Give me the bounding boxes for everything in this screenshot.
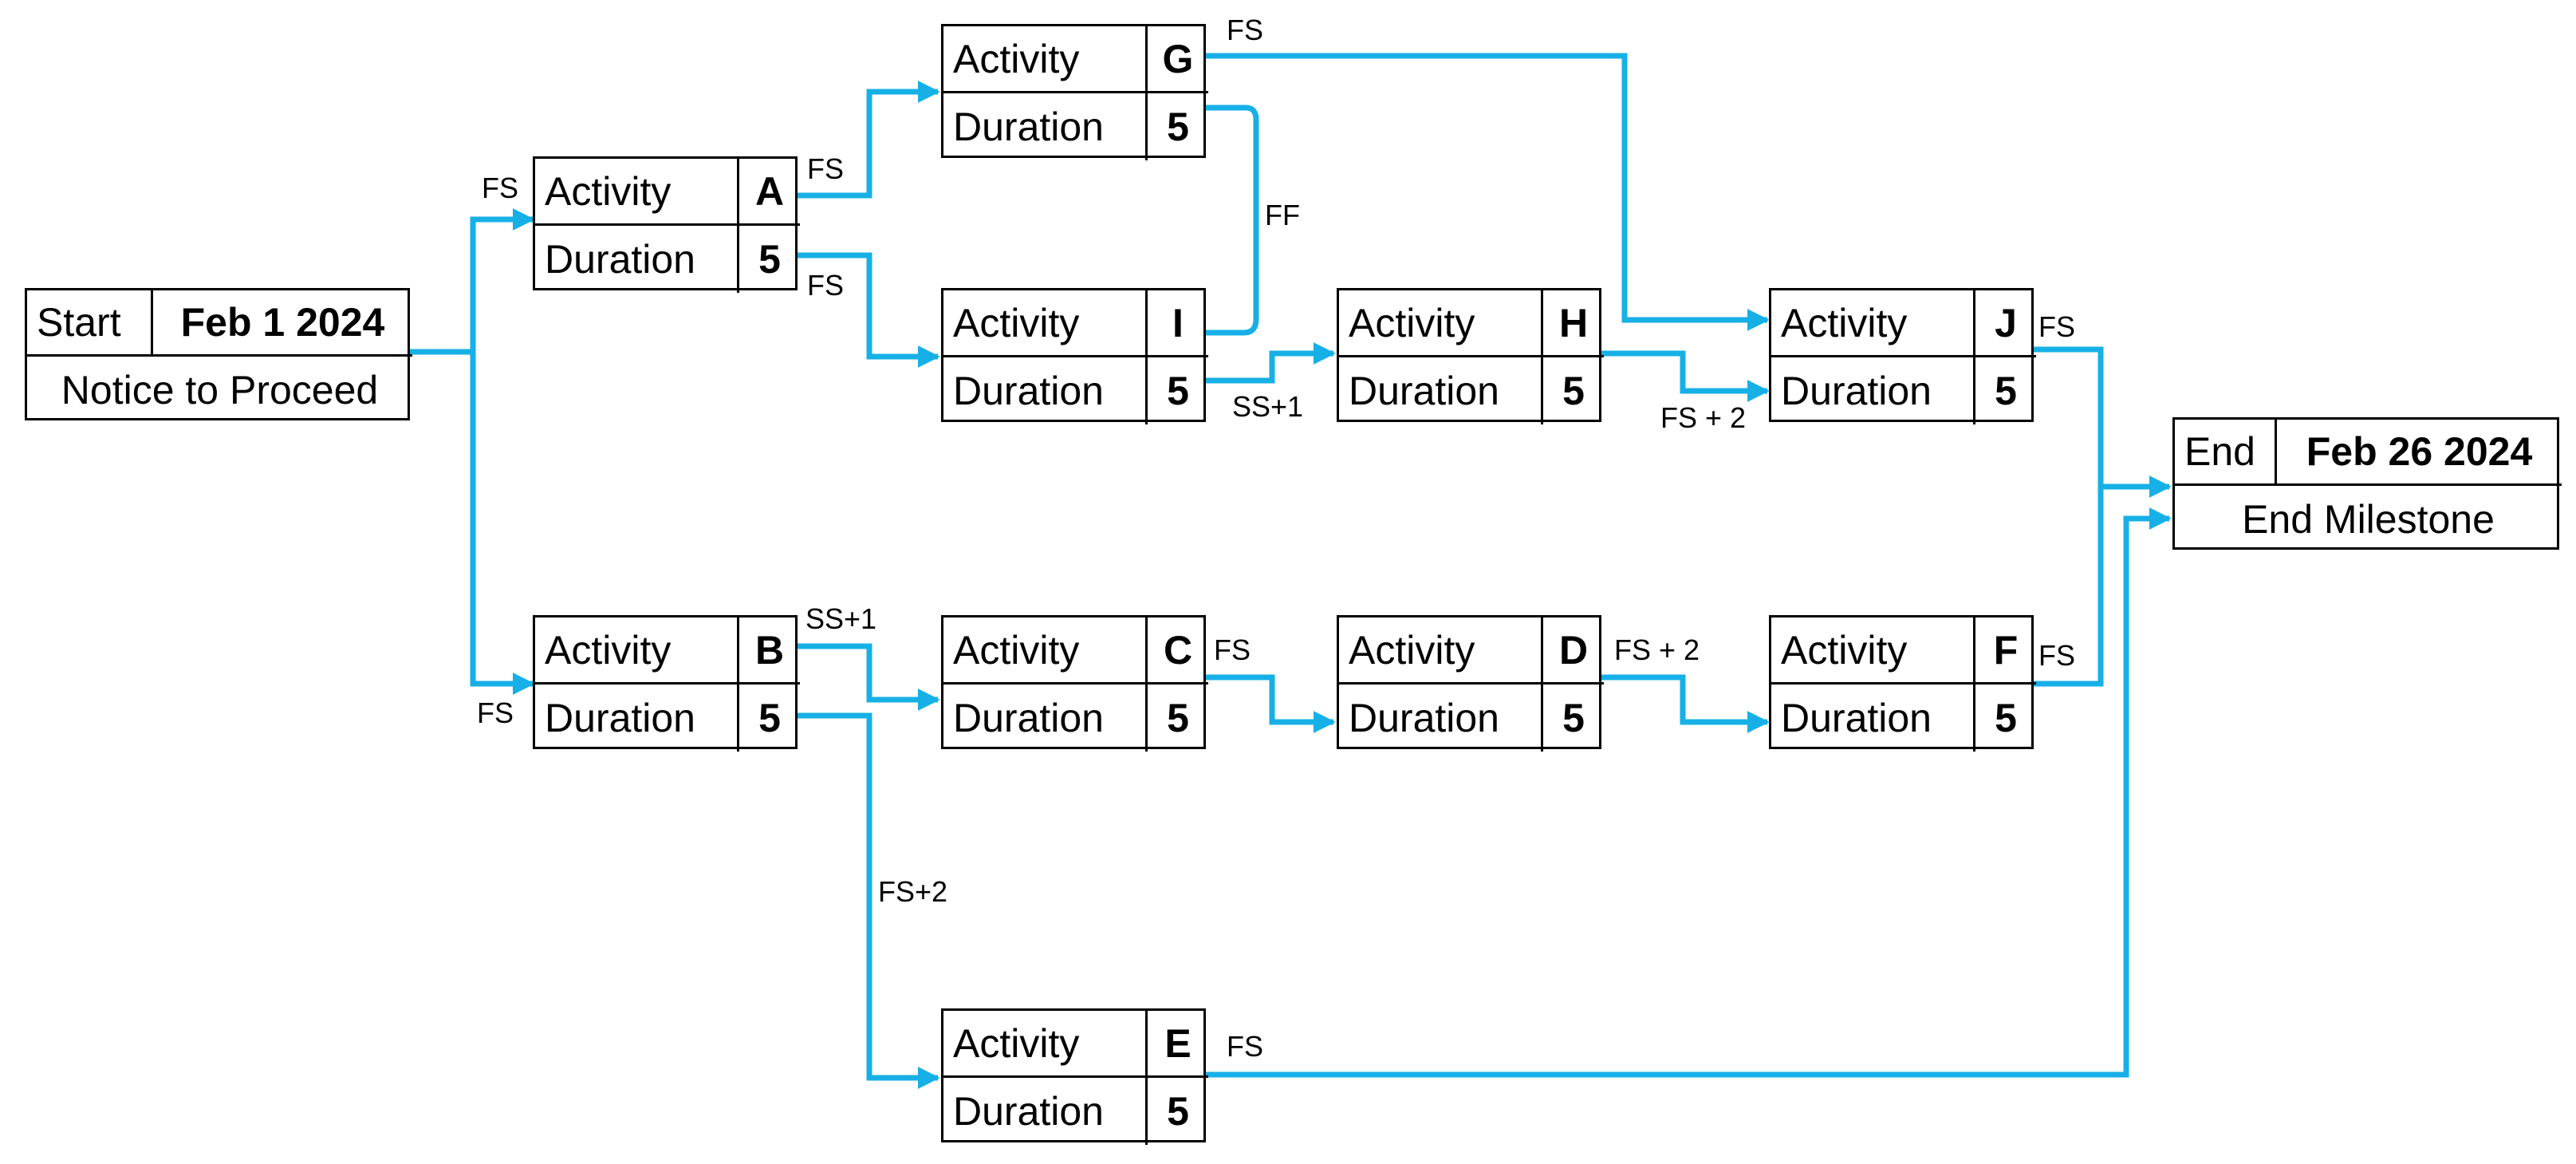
link-label-d-f: FS + 2 xyxy=(1614,633,1700,666)
activity-id: I xyxy=(1148,290,1208,357)
link-b-c xyxy=(798,643,940,711)
link-label-start-a: FS xyxy=(482,172,519,204)
link-label-f-end: FS xyxy=(2038,639,2076,672)
duration-label: Duration xyxy=(943,357,1148,424)
link-label-e-end: FS xyxy=(1227,1030,1264,1063)
activity-duration: 5 xyxy=(1562,696,1585,740)
activity-duration: 5 xyxy=(1167,369,1189,413)
activity-duration: 5 xyxy=(1995,369,2017,413)
activity-node-e: Activity E Duration 5 xyxy=(941,1008,1208,1145)
activity-node-f: Activity F Duration 5 xyxy=(1769,615,2036,752)
duration-label: Duration xyxy=(943,1078,1148,1145)
activity-node-c: Activity C Duration 5 xyxy=(941,615,1208,752)
link-label-g-i: FF xyxy=(1265,199,1300,231)
activity-duration: 5 xyxy=(758,237,781,282)
duration-label: Duration xyxy=(1339,357,1543,424)
link-g-j xyxy=(1206,53,1770,331)
activity-id: D xyxy=(1543,618,1604,685)
activity-node-h: Activity H Duration 5 xyxy=(1337,288,1604,424)
activity-label: Activity xyxy=(943,290,1148,357)
activity-label: Activity xyxy=(1339,290,1543,357)
end-date: Feb 26 2024 xyxy=(2277,420,2562,486)
end-label: End xyxy=(2175,420,2277,486)
activity-node-a: Activity A Duration 5 xyxy=(533,156,800,293)
start-description: Notice to Proceed xyxy=(61,367,379,412)
activity-label: Activity xyxy=(1771,618,1975,685)
link-f-end xyxy=(2026,487,2104,687)
activity-node-b: Activity B Duration 5 xyxy=(533,615,800,752)
link-label-g-j: FS xyxy=(1227,14,1264,46)
link-start-a xyxy=(410,208,535,355)
duration-label: Duration xyxy=(1771,357,1975,424)
activity-label: Activity xyxy=(1771,290,1975,357)
link-c-d xyxy=(1206,674,1336,733)
link-j-end xyxy=(2026,346,2172,498)
link-label-c-d: FS xyxy=(1214,633,1251,666)
start-date: Feb 1 2024 xyxy=(153,290,412,357)
link-label-a-i: FS xyxy=(807,269,845,302)
activity-node-j: Activity J Duration 5 xyxy=(1769,288,2036,424)
link-label-h-j: FS + 2 xyxy=(1660,401,1747,434)
link-label-b-e: FS+2 xyxy=(878,875,948,908)
link-label-start-b: FS xyxy=(477,696,514,729)
activity-id: C xyxy=(1148,618,1208,685)
activity-duration: 5 xyxy=(1167,105,1189,149)
link-i-h xyxy=(1206,342,1336,384)
duration-label: Duration xyxy=(943,93,1148,160)
activity-label: Activity xyxy=(535,159,739,226)
end-node: End Feb 26 2024 End Milestone xyxy=(2172,417,2562,550)
activity-node-i: Activity I Duration 5 xyxy=(941,288,1208,424)
link-h-j xyxy=(1601,350,1770,402)
activity-id: E xyxy=(1148,1011,1208,1078)
activity-id: B xyxy=(739,618,800,685)
link-label-b-c: SS+1 xyxy=(805,602,877,635)
activity-node-d: Activity D Duration 5 xyxy=(1337,615,1604,752)
link-label-j-end: FS xyxy=(2038,310,2076,343)
activity-label: Activity xyxy=(535,618,739,685)
duration-label: Duration xyxy=(535,226,739,293)
activity-id: G xyxy=(1148,26,1208,93)
activity-duration: 5 xyxy=(1562,369,1585,413)
activity-duration: 5 xyxy=(758,696,781,740)
link-label-i-h: SS+1 xyxy=(1232,390,1304,423)
link-g-i-ff xyxy=(1206,105,1259,336)
link-a-i xyxy=(798,252,940,368)
duration-label: Duration xyxy=(943,685,1148,752)
activity-duration: 5 xyxy=(1167,1089,1189,1134)
duration-label: Duration xyxy=(1771,685,1975,752)
activity-label: Activity xyxy=(943,1011,1148,1078)
activity-id: H xyxy=(1543,290,1604,357)
activity-duration: 5 xyxy=(1995,696,2017,740)
start-node: Start Feb 1 2024 Notice to Proceed xyxy=(25,288,412,420)
link-d-f xyxy=(1601,674,1770,733)
link-start-b xyxy=(470,352,535,695)
activity-label: Activity xyxy=(943,618,1148,685)
activity-id: A xyxy=(739,159,800,226)
activity-duration: 5 xyxy=(1167,696,1189,740)
end-description: End Milestone xyxy=(2242,496,2495,542)
start-label: Start xyxy=(27,290,153,357)
activity-node-g: Activity G Duration 5 xyxy=(941,24,1208,160)
link-e-end xyxy=(1206,507,2172,1078)
link-label-a-g: FS xyxy=(807,152,845,185)
link-b-e xyxy=(798,712,940,1089)
activity-id: J xyxy=(1975,290,2036,357)
duration-label: Duration xyxy=(1339,685,1543,752)
duration-label: Duration xyxy=(535,685,739,752)
activity-id: F xyxy=(1975,618,2036,685)
activity-label: Activity xyxy=(943,26,1148,93)
activity-label: Activity xyxy=(1339,618,1543,685)
link-a-g xyxy=(798,81,940,199)
